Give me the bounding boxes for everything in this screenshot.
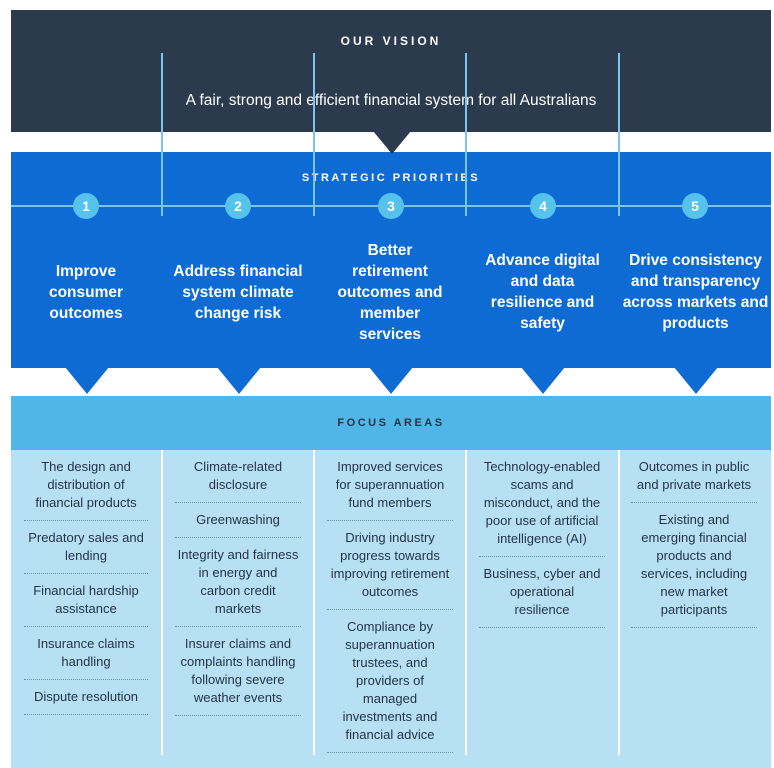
focus-item: Integrity and fairness in energy and car… bbox=[175, 546, 301, 627]
focus-divider bbox=[313, 450, 315, 755]
focus-item: Climate-related disclosure bbox=[175, 458, 301, 503]
focus-item: Insurer claims and complaints handling f… bbox=[175, 635, 301, 716]
focus-column: Technology-enabled scams and misconduct,… bbox=[479, 458, 605, 636]
priority-number-badge: 1 bbox=[73, 193, 99, 219]
priority-number-badge: 5 bbox=[682, 193, 708, 219]
focus-item: Financial hardship assistance bbox=[24, 582, 148, 627]
priority-divider bbox=[313, 53, 315, 216]
focus-areas-header: FOCUS AREAS bbox=[11, 396, 771, 450]
vision-title: OUR VISION bbox=[340, 34, 442, 48]
focus-item: Business, cyber and operational resilien… bbox=[479, 565, 605, 628]
focus-item: Technology-enabled scams and misconduct,… bbox=[479, 458, 605, 557]
priority-arrow bbox=[217, 367, 261, 394]
priority-label: Advance digital and data resilience and … bbox=[485, 252, 600, 332]
priority-label: Address financial system climate change … bbox=[173, 262, 303, 322]
focus-divider bbox=[465, 450, 467, 755]
priority-arrow bbox=[65, 367, 109, 394]
vision-banner: OUR VISION A fair, strong and efficient … bbox=[11, 10, 771, 132]
focus-column: The design and distribution of financial… bbox=[24, 458, 148, 723]
priority-arrow bbox=[521, 367, 565, 394]
priority-arrow bbox=[369, 367, 413, 394]
focus-item: Improved services for superannuation fun… bbox=[327, 458, 453, 521]
vision-statement: A fair, strong and efficient financial s… bbox=[185, 92, 597, 109]
focus-areas-title: FOCUS AREAS bbox=[337, 417, 445, 429]
vision-arrow bbox=[373, 131, 411, 154]
priority-number-badge: 4 bbox=[530, 193, 556, 219]
focus-column: Climate-related disclosure Greenwashing … bbox=[175, 458, 301, 724]
focus-item: Compliance by superannuation trustees, a… bbox=[327, 618, 453, 753]
focus-item: The design and distribution of financial… bbox=[24, 458, 148, 521]
priority-label: Drive consistency and transparency acros… bbox=[622, 252, 769, 332]
priority-number-badge: 3 bbox=[378, 193, 404, 219]
priority-divider bbox=[161, 53, 163, 216]
strategic-priorities-panel: STRATEGIC PRIORITIES bbox=[11, 152, 771, 368]
priority-label: Better retirement outcomes and member se… bbox=[337, 241, 443, 343]
priority-divider bbox=[465, 53, 467, 216]
focus-item: Predatory sales and lending bbox=[24, 529, 148, 574]
focus-column: Outcomes in public and private markets E… bbox=[631, 458, 757, 636]
focus-item: Insurance claims handling bbox=[24, 635, 148, 680]
focus-item: Outcomes in public and private markets bbox=[631, 458, 757, 503]
focus-item: Driving industry progress towards improv… bbox=[327, 529, 453, 610]
focus-divider bbox=[618, 450, 620, 755]
priority-arrow bbox=[674, 367, 718, 394]
focus-item: Dispute resolution bbox=[24, 688, 148, 715]
priority-label: Improve consumer outcomes bbox=[48, 262, 124, 322]
priority-divider bbox=[618, 53, 620, 216]
focus-item: Greenwashing bbox=[175, 511, 301, 538]
priority-number-badge: 2 bbox=[225, 193, 251, 219]
focus-column: Improved services for superannuation fun… bbox=[327, 458, 453, 761]
focus-divider bbox=[161, 450, 163, 755]
focus-item: Existing and emerging financial products… bbox=[631, 511, 757, 628]
strategic-priorities-title: STRATEGIC PRIORITIES bbox=[301, 172, 481, 184]
